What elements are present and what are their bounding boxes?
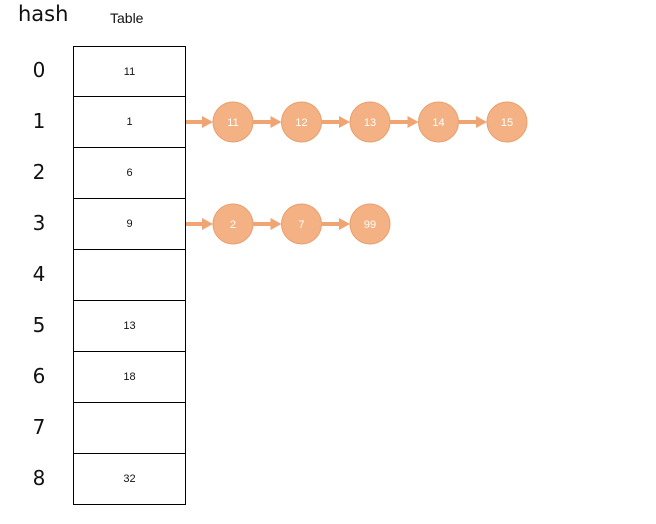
chain-node: 2 <box>212 203 254 245</box>
chain-node: 14 <box>418 101 459 143</box>
chain-node-label: 11 <box>227 117 238 129</box>
table-cell-4 <box>73 250 186 301</box>
hash-index-7: 7 <box>32 415 46 439</box>
chain-0-arrow-3 <box>390 116 419 128</box>
hash-index-8: 8 <box>32 466 46 490</box>
chain-0-arrow-1 <box>253 116 282 128</box>
hash-index-0: 0 <box>32 58 46 82</box>
chain-0-arrow-4 <box>458 116 487 128</box>
table-cell-8: 32 <box>73 454 186 505</box>
chain-node-label: 2 <box>230 219 236 231</box>
hash-heading: hash <box>18 2 69 26</box>
chain-node: 15 <box>486 101 528 143</box>
chain-node: 11 <box>212 101 254 143</box>
table-cell-3: 9 <box>73 199 186 250</box>
hash-index-6: 6 <box>32 364 46 388</box>
table-cell-0: 11 <box>73 46 186 97</box>
chain-node: 7 <box>281 203 322 245</box>
chain-node-label: 12 <box>295 117 307 129</box>
chain-node: 12 <box>281 101 322 143</box>
table-heading: Table <box>110 10 144 26</box>
chain-0-arrow-2 <box>321 116 350 128</box>
table-cell-1: 1 <box>73 97 186 148</box>
chain-node-label: 14 <box>432 117 444 129</box>
chain-node-label: 7 <box>298 219 304 231</box>
chain-node: 99 <box>349 203 391 245</box>
hash-index-4: 4 <box>32 262 46 286</box>
chain-node-label: 99 <box>364 219 376 231</box>
table-cell-2: 6 <box>73 148 186 199</box>
chain-1-arrow-2 <box>321 218 350 230</box>
hash-index-1: 1 <box>32 109 46 133</box>
chain-node-label: 13 <box>364 117 376 129</box>
chain-1-arrow-head <box>186 218 213 230</box>
table-cell-6: 18 <box>73 352 186 403</box>
hash-index-2: 2 <box>32 160 46 184</box>
chain-node: 13 <box>349 101 391 143</box>
chain-node-label: 15 <box>501 117 513 129</box>
hash-index-3: 3 <box>32 211 46 235</box>
table-cell-7 <box>73 403 186 454</box>
chain-1-arrow-1 <box>253 218 282 230</box>
hash-index-5: 5 <box>32 313 46 337</box>
table-cell-5: 13 <box>73 301 186 352</box>
chain-0-arrow-head <box>186 116 213 128</box>
